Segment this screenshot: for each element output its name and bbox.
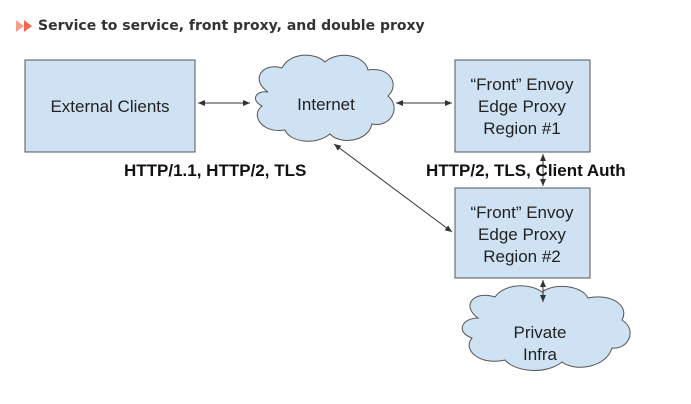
private-line2: Infra <box>523 345 558 364</box>
internet-cloud <box>254 54 395 142</box>
front-envoy-region2-box <box>454 187 591 279</box>
section-header: Service to service, front proxy, and dou… <box>16 18 425 34</box>
section-title: Service to service, front proxy, and dou… <box>38 18 425 34</box>
private-infra-cloud <box>461 285 631 371</box>
front2-line1: “Front” Envoy <box>471 203 574 222</box>
private-line1: Private <box>514 323 567 342</box>
double-chevron-right-icon <box>16 20 32 32</box>
internet-front2-arrow <box>333 143 453 233</box>
front1-line2: Edge Proxy <box>478 97 566 116</box>
external-clients-label: External Clients <box>50 97 169 116</box>
internet-label: Internet <box>297 95 355 114</box>
front1-line1: “Front” Envoy <box>471 75 574 94</box>
external-clients-box <box>24 59 196 153</box>
front-envoy-region1-box <box>454 59 591 153</box>
left-protocols-label: HTTP/1.1, HTTP/2, TLS <box>124 161 306 180</box>
front2-line3: Region #2 <box>483 247 561 266</box>
front2-line2: Edge Proxy <box>478 225 566 244</box>
right-protocols-label: HTTP/2, TLS, Client Auth <box>426 161 626 180</box>
front1-line3: Region #1 <box>483 119 561 138</box>
